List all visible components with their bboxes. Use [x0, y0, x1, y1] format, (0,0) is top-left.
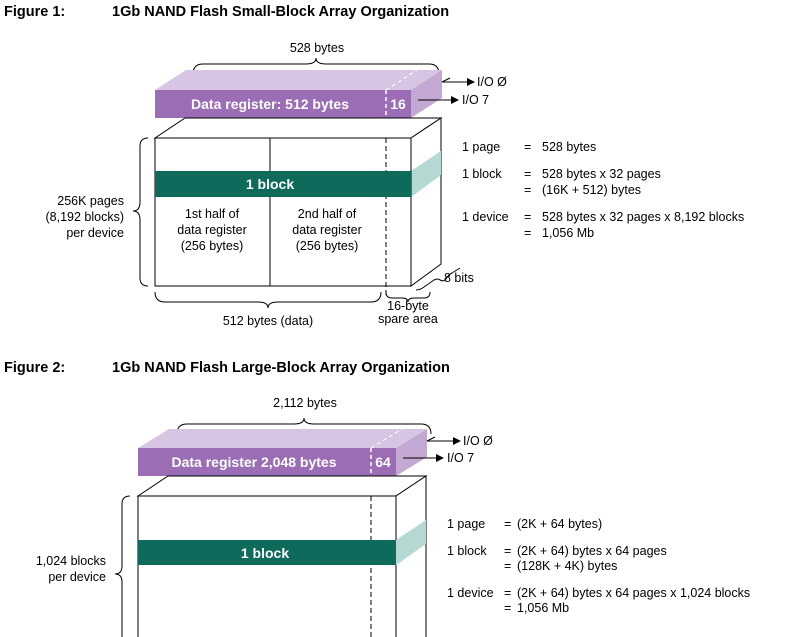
fig2-left-label-2: per device [48, 570, 106, 584]
fig1-half1-line1: 1st half of [185, 207, 240, 221]
fig1-spec-device-eq1: = [524, 210, 531, 224]
fig2-io0-arrow-tail [426, 436, 436, 442]
fig1-spec-block-eq2: = [524, 183, 531, 197]
fig1-register-front [155, 90, 411, 118]
fig2-spec-page-key: 1 page [447, 517, 485, 531]
fig1-spec-page-val: 528 bytes [542, 140, 596, 154]
fig1-bottom-data-label: 512 bytes (data) [223, 314, 313, 328]
fig1-number: Figure 1: [4, 4, 65, 20]
fig1-left-label-3: per device [66, 226, 124, 240]
fig2-block-band [138, 540, 396, 565]
fig1-spec-page-eq: = [524, 140, 531, 154]
fig1-bottom-spare-brace [385, 291, 431, 303]
fig1-depth-brace [415, 267, 461, 291]
fig1-block-band [155, 171, 411, 197]
fig1-spec-page-key: 1 page [462, 140, 500, 154]
fig1-io-top: I/O Ø [477, 75, 507, 89]
fig2-block-side-face [396, 520, 426, 565]
fig1-register-top-face [155, 70, 442, 90]
fig1-top-width-label: 528 bytes [290, 41, 344, 55]
fig2-register-top-face [138, 429, 427, 448]
fig1-spec-device-eq2: = [524, 226, 531, 240]
fig2-io-top: I/O Ø [463, 434, 493, 448]
fig1-left-label-2: (8,192 blocks) [45, 210, 124, 224]
fig1-left-brace [132, 137, 149, 287]
fig2-register-front [138, 448, 396, 476]
fig1-bottom-data-brace [154, 291, 382, 309]
fig1-io0-arrow-tail [441, 77, 451, 83]
fig2-spec-page-eq: = [504, 517, 511, 531]
fig2-left-label-1: 1,024 blocks [36, 554, 106, 568]
fig2-spare-label: 64 [375, 454, 391, 470]
fig2-left-brace [114, 495, 131, 637]
fig2-spec-device-val1: (2K + 64) bytes x 64 pages x 1,024 block… [517, 586, 750, 600]
fig1-register-label: Data register: 512 bytes [191, 96, 349, 112]
fig1-io-bottom: I/O 7 [462, 93, 489, 107]
fig1-title: 1Gb NAND Flash Small-Block Array Organiz… [112, 4, 449, 20]
fig2-spec-device-key: 1 device [447, 586, 494, 600]
fig2-spec-page-val: (2K + 64 bytes) [517, 517, 602, 531]
fig1-register-side-face [411, 70, 442, 118]
fig1-spec-block-val1: 528 bytes x 32 pages [542, 167, 661, 181]
fig1-half1-line2: data register [177, 223, 246, 237]
fig2-register-top-divider [370, 428, 403, 449]
fig2-register-side-face [396, 429, 427, 476]
fig1-spec-device-val2: 1,056 Mb [542, 226, 594, 240]
fig1-half2-line1: 2nd half of [298, 207, 357, 221]
fig1-spare-label: 16 [390, 96, 406, 112]
fig2-register-label: Data register 2,048 bytes [172, 454, 337, 470]
fig1-left-label-1: 256K pages [57, 194, 124, 208]
fig1-spec-block-val2: (16K + 512) bytes [542, 183, 641, 197]
fig2-array-side-face [395, 475, 427, 637]
fig1-block-side-face [411, 151, 441, 197]
fig2-block-label: 1 block [241, 545, 289, 561]
fig1-block-label: 1 block [246, 176, 294, 192]
fig2-spec-device-eq2: = [504, 601, 511, 615]
fig2-spec-block-eq1: = [504, 544, 511, 558]
fig2-spec-device-eq1: = [504, 586, 511, 600]
fig1-spec-device-key: 1 device [462, 210, 509, 224]
fig2-spec-block-eq2: = [504, 559, 511, 573]
fig1-bottom-spare-1: 16-byte [387, 299, 429, 313]
fig2-number: Figure 2: [4, 360, 65, 376]
fig2-title: 1Gb NAND Flash Large-Block Array Organiz… [112, 360, 450, 376]
fig1-register-top-divider [385, 69, 418, 91]
fig1-half1-line3: (256 bytes) [181, 239, 244, 253]
fig2-top-brace [176, 417, 432, 435]
fig1-bottom-spare-2: spare area [378, 312, 438, 326]
fig1-depth-label: 8 bits [444, 271, 474, 285]
fig1-spec-device-val1: 528 bytes x 32 pages x 8,192 blocks [542, 210, 744, 224]
fig2-io-bottom: I/O 7 [447, 451, 474, 465]
fig1-half2-line3: (256 bytes) [296, 239, 359, 253]
fig2-spec-block-key: 1 block [447, 544, 487, 558]
fig1-array-front [154, 137, 412, 287]
fig2-spec-block-val1: (2K + 64) bytes x 64 pages [517, 544, 667, 558]
fig1-spec-block-eq1: = [524, 167, 531, 181]
fig1-half2-line2: data register [292, 223, 361, 237]
fig1-array-side-face [410, 117, 442, 287]
fig1-spec-block-key: 1 block [462, 167, 502, 181]
fig1-array-top-face [153, 117, 443, 139]
fig1-top-brace [192, 57, 440, 75]
fig2-spec-block-val2: (128K + 4K) bytes [517, 559, 617, 573]
fig2-spec-device-val2: 1,056 Mb [517, 601, 569, 615]
fig2-top-width-label: 2,112 bytes [273, 396, 337, 410]
fig2-array-top-face [136, 475, 428, 497]
